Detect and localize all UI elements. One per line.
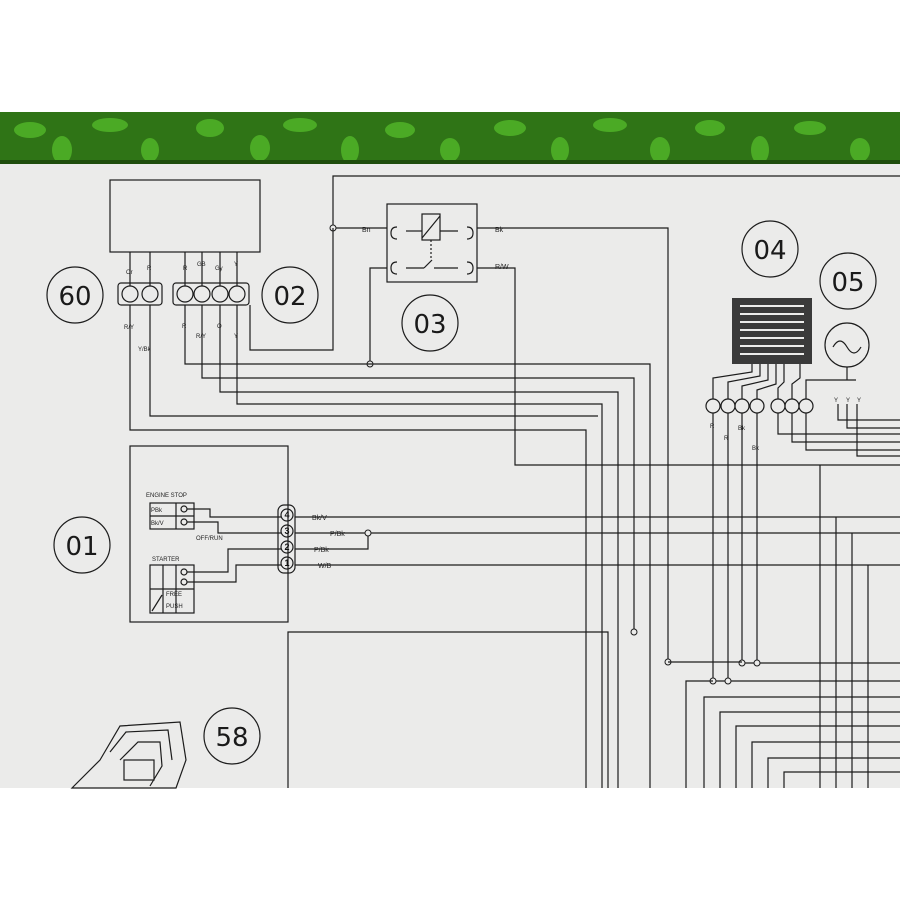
handlebar-switch-01: ENGINE STOP PBk Bk/V OFF/RUN STARTER FRE… bbox=[129, 445, 345, 623]
svg-text:R: R bbox=[183, 266, 188, 272]
svg-text:R: R bbox=[147, 266, 152, 272]
callout-02: 02 bbox=[261, 266, 319, 324]
connector-02: R GB Gy Y R R/Y O Y bbox=[172, 252, 250, 340]
svg-text:60: 60 bbox=[58, 282, 91, 312]
svg-text:STARTER: STARTER bbox=[152, 557, 180, 563]
callout-60: 60 bbox=[46, 266, 104, 324]
component-58-drawing bbox=[70, 721, 187, 789]
svg-text:Bk: Bk bbox=[752, 446, 760, 452]
svg-text:Or: Or bbox=[126, 270, 133, 276]
svg-text:2: 2 bbox=[284, 542, 289, 552]
callout-03: 03 bbox=[401, 294, 459, 352]
svg-text:58: 58 bbox=[215, 723, 248, 753]
svg-text:P/Bk: P/Bk bbox=[314, 547, 329, 554]
svg-text:02: 02 bbox=[273, 282, 306, 312]
svg-text:05: 05 bbox=[831, 268, 864, 298]
svg-text:Y: Y bbox=[234, 334, 238, 340]
svg-text:P/Bk: P/Bk bbox=[330, 531, 345, 538]
callout-01: 01 bbox=[53, 516, 111, 574]
svg-text:FREE: FREE bbox=[166, 592, 182, 598]
svg-text:Bn: Bn bbox=[362, 227, 371, 234]
svg-text:Y: Y bbox=[834, 398, 838, 404]
svg-text:01: 01 bbox=[65, 532, 98, 562]
svg-text:PUSH: PUSH bbox=[166, 604, 183, 610]
svg-text:PBk: PBk bbox=[151, 508, 163, 514]
svg-text:Gy: Gy bbox=[215, 266, 223, 272]
wiring-harness bbox=[129, 175, 900, 788]
svg-text:Bk/V: Bk/V bbox=[151, 521, 164, 527]
callout-04: 04 bbox=[741, 220, 799, 278]
connector-60: Or R R/Y Y/Bk bbox=[117, 252, 163, 353]
svg-text:Y: Y bbox=[846, 398, 850, 404]
svg-text:R: R bbox=[724, 436, 729, 442]
callout-58: 58 bbox=[203, 707, 261, 765]
svg-text:R/Y: R/Y bbox=[124, 325, 134, 331]
svg-text:OFF/RUN: OFF/RUN bbox=[196, 536, 223, 542]
svg-text:1: 1 bbox=[284, 558, 289, 568]
top-margin bbox=[0, 0, 900, 115]
svg-text:3: 3 bbox=[284, 526, 289, 536]
ecu-box-outline bbox=[287, 631, 609, 788]
svg-text:Bk: Bk bbox=[495, 227, 504, 234]
svg-text:Bk/V: Bk/V bbox=[312, 515, 327, 522]
regulator-04 bbox=[732, 298, 812, 364]
svg-text:ENGINE STOP: ENGINE STOP bbox=[146, 493, 187, 499]
svg-text:Y: Y bbox=[234, 262, 238, 268]
generator-05: Y Y Y bbox=[824, 322, 870, 404]
svg-text:03: 03 bbox=[413, 310, 446, 340]
callout-05: 05 bbox=[819, 252, 877, 310]
grass-background bbox=[0, 112, 900, 174]
bottom-margin bbox=[0, 788, 900, 900]
svg-text:4: 4 bbox=[284, 510, 289, 520]
svg-text:R/Y: R/Y bbox=[196, 334, 206, 340]
svg-text:Y: Y bbox=[857, 398, 861, 404]
svg-text:GB: GB bbox=[197, 262, 206, 268]
svg-text:Y/Bk: Y/Bk bbox=[138, 347, 152, 353]
svg-text:04: 04 bbox=[753, 236, 786, 266]
svg-text:W/B: W/B bbox=[318, 563, 332, 570]
